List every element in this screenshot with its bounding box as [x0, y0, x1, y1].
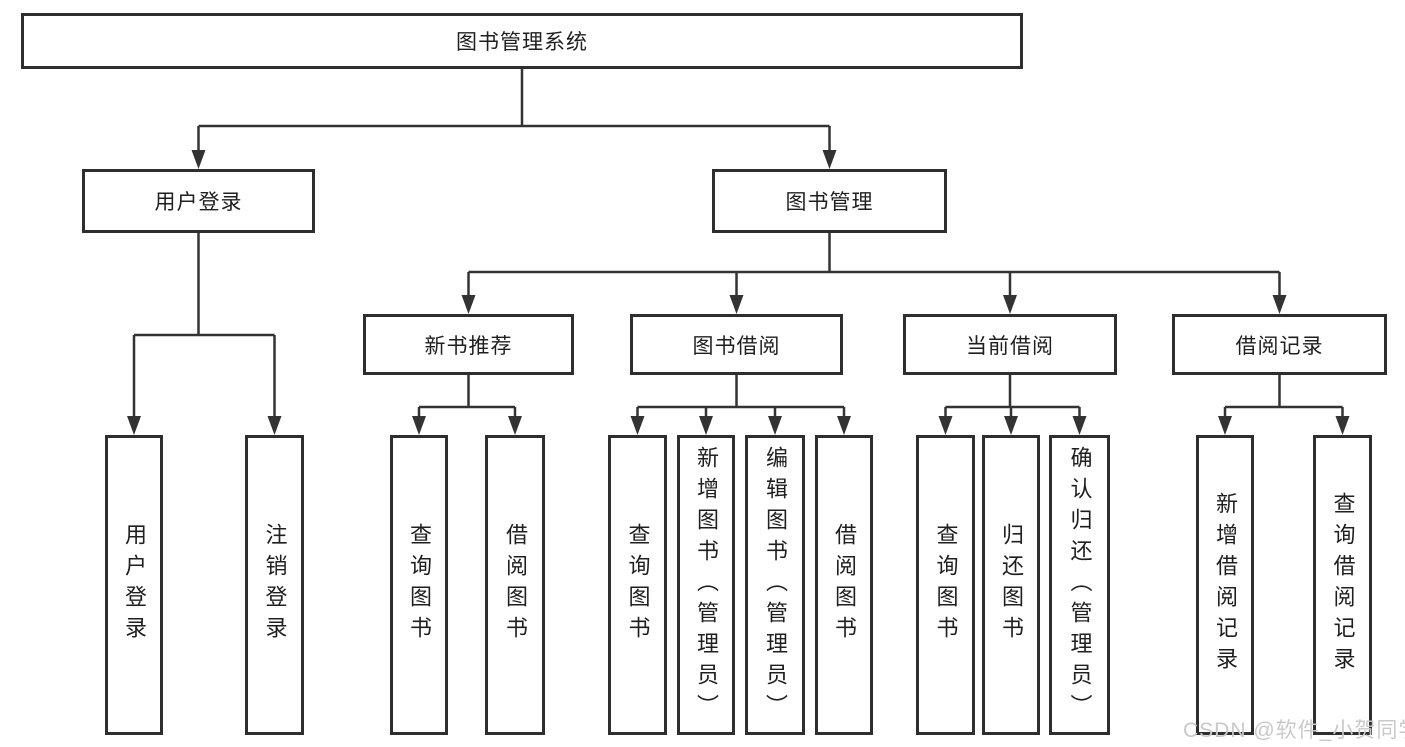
- node-current-borrow: 当前借阅: [903, 314, 1117, 375]
- leaf-label: 借阅图书: [503, 523, 528, 647]
- leaf-label: 查询图书: [625, 523, 651, 647]
- node-book-management-label: 图书管理: [785, 191, 874, 214]
- leaf-bb-borrow-books: 借阅图书: [815, 435, 873, 735]
- node-current-borrow-label: 当前借阅: [966, 334, 1054, 358]
- node-user-login: 用户登录: [82, 169, 315, 233]
- leaf-label: 归还图书: [999, 523, 1024, 647]
- node-root-label: 图书管理系统: [456, 31, 588, 54]
- leaf-nb-borrow-books: 借阅图书: [485, 435, 545, 735]
- leaf-cb-confirm-return-admin: 确认归还（管理员）: [1049, 435, 1110, 735]
- leaf-label: 查询图书: [933, 523, 959, 647]
- leaf-label: 查询图书: [407, 523, 432, 647]
- arrowheads: [127, 150, 1350, 435]
- leaf-nb-query-books: 查询图书: [390, 435, 448, 735]
- leaf-label: 新增借阅记录: [1213, 492, 1238, 678]
- leaf-bb-add-books-admin: 新增图书（管理员）: [677, 435, 735, 735]
- node-book-management: 图书管理: [712, 169, 947, 233]
- leaf-br-add-record: 新增借阅记录: [1196, 435, 1254, 735]
- leaf-label: 新增图书（管理员）: [694, 445, 719, 725]
- node-book-borrow-label: 图书借阅: [692, 334, 781, 358]
- leaf-label: 注销登录: [262, 523, 288, 647]
- leaf-user-login-action: 用户登录: [105, 435, 163, 735]
- leaf-cb-return-books: 归还图书: [982, 435, 1040, 735]
- node-borrow-records-label: 借阅记录: [1235, 334, 1324, 358]
- node-borrow-records: 借阅记录: [1172, 314, 1387, 375]
- leaf-logout: 注销登录: [245, 435, 304, 735]
- node-book-borrow: 图书借阅: [630, 314, 843, 375]
- leaf-label: 确认归还（管理员）: [1067, 445, 1093, 725]
- leaf-label: 用户登录: [122, 523, 147, 647]
- leaf-cb-query-books: 查询图书: [916, 435, 975, 735]
- leaf-label: 编辑图书（管理员）: [763, 445, 788, 725]
- leaf-br-query-record: 查询借阅记录: [1313, 435, 1372, 735]
- leaf-label: 借阅图书: [832, 523, 857, 647]
- csdn-watermark: CSDN @软件_小贺同学: [1183, 719, 1405, 742]
- node-new-book-recommend-label: 新书推荐: [424, 334, 513, 358]
- node-user-login-label: 用户登录: [154, 191, 243, 214]
- leaf-label: 查询借阅记录: [1330, 492, 1356, 678]
- leaf-bb-query-books: 查询图书: [608, 435, 667, 735]
- node-root: 图书管理系统: [21, 13, 1023, 69]
- leaf-bb-edit-books-admin: 编辑图书（管理员）: [745, 435, 805, 735]
- node-new-book-recommend: 新书推荐: [363, 314, 574, 375]
